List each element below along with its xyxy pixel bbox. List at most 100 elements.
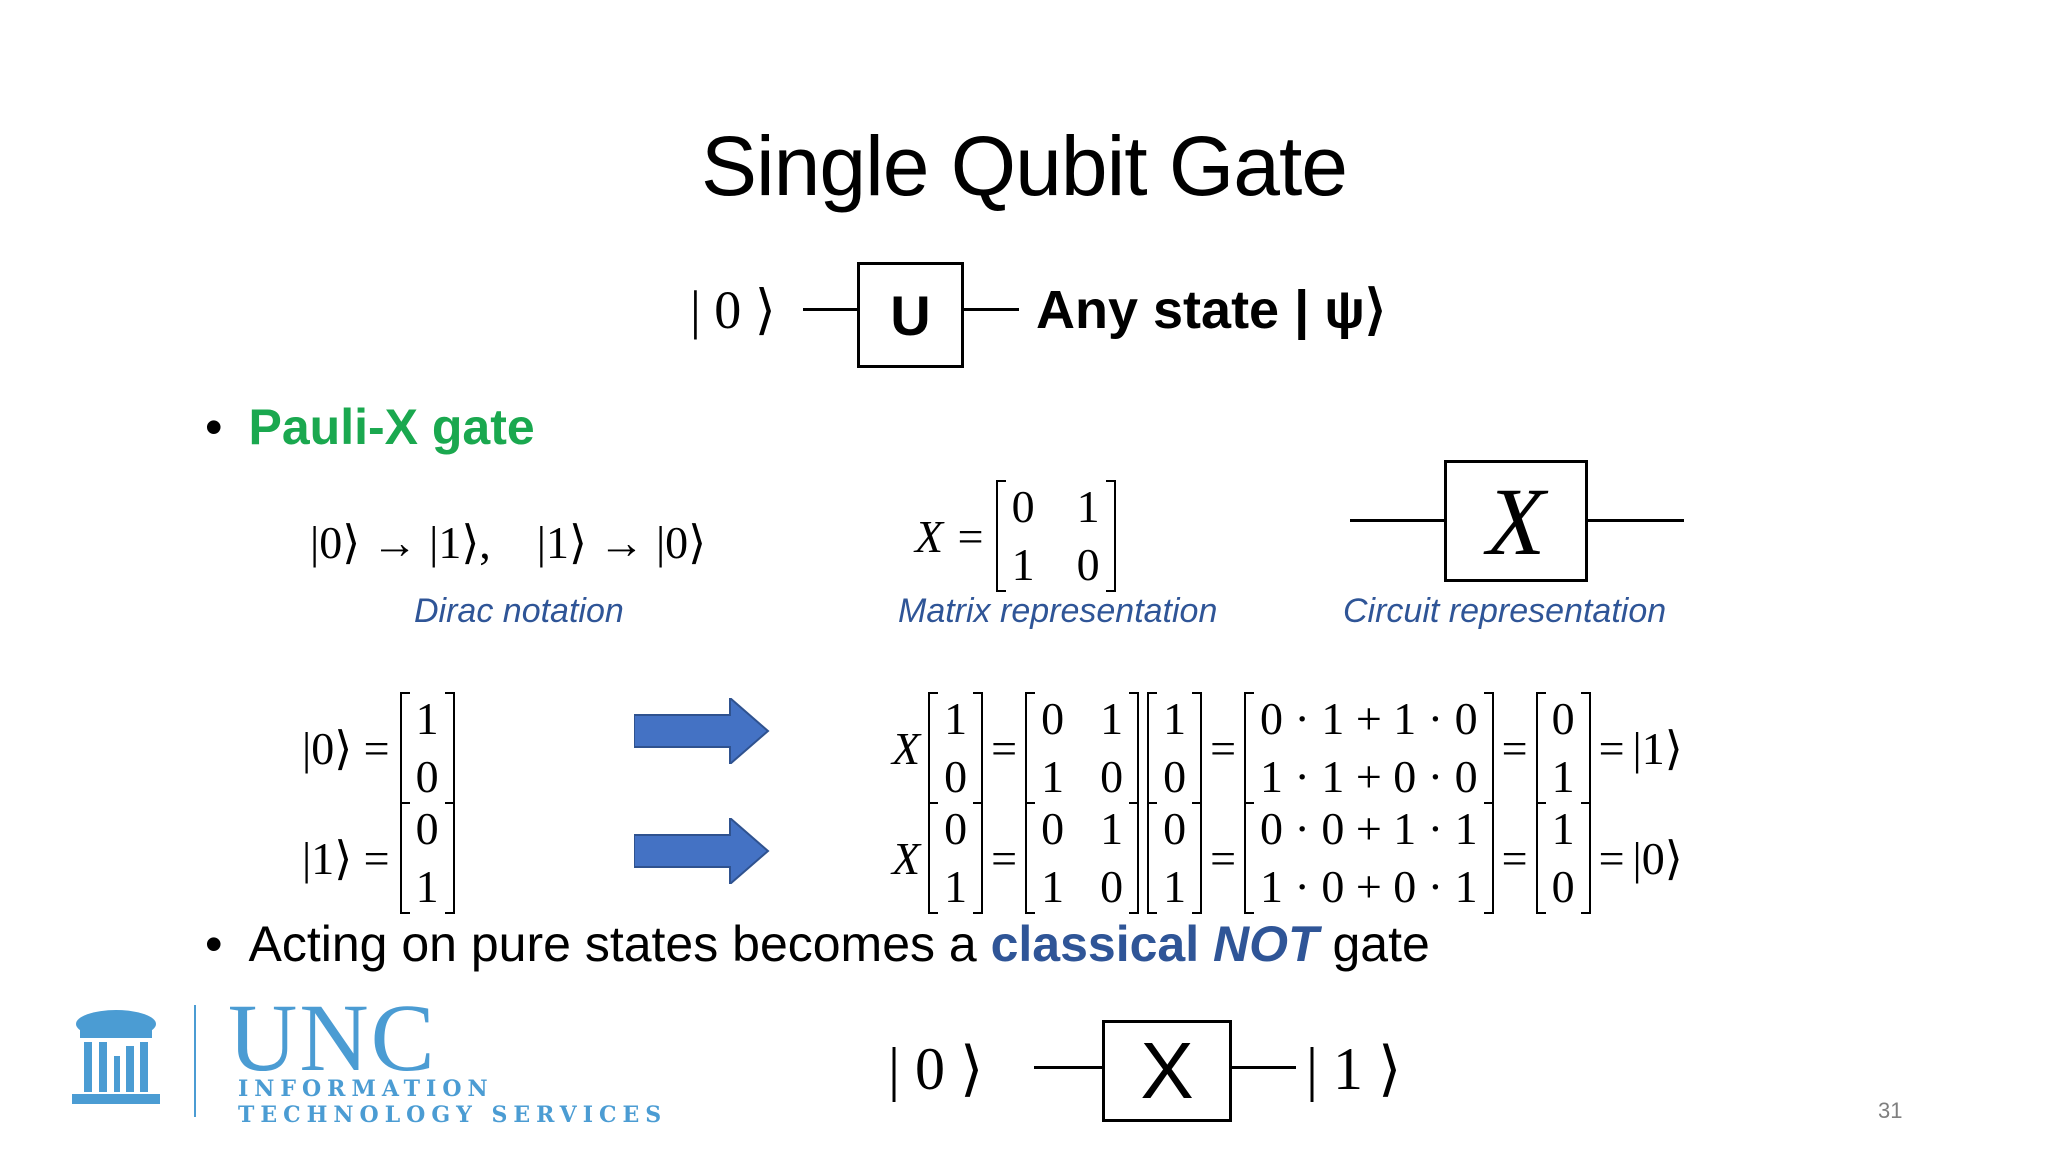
vector-cell: 0 [944, 803, 968, 854]
expression-vector: 0 · 1 + 1 · 0 1 · 1 + 0 · 0 [1244, 690, 1494, 806]
matrix-cell: 0 [1100, 751, 1124, 802]
highlight-not: NOT [1213, 916, 1319, 972]
caption-circuit: Circuit representation [1343, 592, 1667, 630]
x-circuit-wire-out [1588, 519, 1684, 522]
page-number: 31 [1878, 1098, 1903, 1123]
vector-cell: 1 [415, 861, 439, 912]
column-vector: 0 1 [399, 800, 455, 916]
equals-sign: = [991, 832, 1018, 884]
equals-sign: = [1210, 722, 1237, 774]
right-arrow-icon [634, 818, 770, 884]
vector-cell: 1 [1163, 693, 1187, 744]
bullet-text: Acting on pure states becomes a [248, 916, 991, 972]
vector-cell: 1 [944, 693, 968, 744]
matrix-cell: 0 [1041, 803, 1065, 854]
dirac-notation: |0⟩ → |1⟩, |1⟩ → |0⟩ [310, 517, 707, 568]
matrix-cell: 0 [1076, 539, 1100, 590]
x-circuit-gate-label: X [1486, 467, 1546, 575]
state-vector-lhs: |1⟩ = [302, 833, 390, 884]
matrix-cell: 1 [1041, 751, 1065, 802]
equals-sign: = [1501, 722, 1528, 774]
top-circuit-gate-label: U [890, 283, 931, 347]
expression-cell: 1 · 1 + 0 · 0 [1260, 751, 1478, 802]
slide-title: Single Qubit Gate [700, 119, 1348, 213]
top-circuit-wire-out [964, 308, 1019, 311]
vector-cell: 0 [1163, 751, 1187, 802]
caption-matrix: Matrix representation [898, 592, 1218, 630]
highlight-classical: classical [990, 916, 1214, 972]
classical-not-bullet: • Acting on pure states becomes a classic… [205, 915, 1430, 973]
equals-sign: = [1598, 722, 1625, 774]
state-vector-0: |0⟩ = 1 0 [302, 690, 455, 806]
arrow-shape [634, 818, 770, 884]
matrix-cell: 1 [1100, 693, 1124, 744]
top-circuit-output: Any state | ψ⟩ [1036, 280, 1386, 340]
bottom-circuit-gate-x: X [1102, 1020, 1232, 1122]
matrix-lhs: X = [915, 510, 986, 562]
bullet-text-end: gate [1318, 916, 1430, 972]
expression-cell: 0 · 0 + 1 · 1 [1260, 803, 1478, 854]
vector-cell: 1 [1551, 751, 1575, 802]
logo-divider [194, 1005, 196, 1117]
x-circuit-wire-in [1350, 519, 1444, 522]
unc-logo-text: UNC [228, 984, 437, 1091]
bullet-dot: • [205, 399, 223, 455]
vector-cell: 1 [415, 693, 439, 744]
vector-cell: 0 [415, 803, 439, 854]
bottom-circuit-input: | 0 ⟩ [888, 1036, 984, 1102]
bottom-circuit-gate-label: X [1140, 1026, 1194, 1115]
equals-sign: = [1598, 832, 1625, 884]
equals-sign: = [1501, 832, 1528, 884]
vector-cell: 1 [944, 861, 968, 912]
vector-cell: 1 [1163, 861, 1187, 912]
matrix-cell: 1 [1011, 539, 1035, 590]
right-arrow-icon [634, 698, 770, 764]
logo-line-information: INFORMATION [238, 1076, 494, 1102]
vector-cell: 0 [1551, 861, 1575, 912]
vector-cell: 0 [1551, 693, 1575, 744]
pauli-x-bullet: • Pauli-X gate [205, 398, 535, 456]
bottom-circuit-wire-in [1034, 1066, 1102, 1069]
vector-cell: 0 [944, 751, 968, 802]
x-circuit-gate: X [1444, 460, 1588, 582]
top-circuit-input: | 0 ⟩ [690, 280, 776, 340]
bottom-circuit-wire-out [1232, 1066, 1296, 1069]
logo-line-technology-services: TECHNOLOGY SERVICES [238, 1102, 668, 1128]
result-ket: |1⟩ [1632, 723, 1683, 774]
caption-dirac: Dirac notation [414, 592, 624, 630]
matrix-cell: 0 [1100, 861, 1124, 912]
top-circuit-wire-in [803, 308, 859, 311]
x-symbol: X [892, 832, 921, 884]
equals-sign: = [991, 722, 1018, 774]
vector-cell: 0 [415, 751, 439, 802]
equals-sign: = [1210, 832, 1237, 884]
x-symbol: X [892, 722, 921, 774]
vector-cell: 1 [1551, 803, 1575, 854]
matrix-cell: 1 [1076, 481, 1100, 532]
arrow-shape [634, 698, 770, 764]
state-vector-1: |1⟩ = 0 1 [302, 800, 455, 916]
old-well-logo-icon [72, 1010, 160, 1104]
bullet-dot: • [205, 916, 223, 972]
bottom-circuit-output: | 1 ⟩ [1306, 1036, 1402, 1102]
state-vector-lhs: |0⟩ = [302, 723, 390, 774]
expression-cell: 0 · 1 + 1 · 0 [1260, 693, 1478, 744]
column-vector: 1 0 [399, 690, 455, 806]
vector-cell: 0 [1163, 803, 1187, 854]
matrix-cell: 1 [1100, 803, 1124, 854]
top-circuit-gate-u: U [857, 262, 964, 368]
matrix-cell: 0 [1011, 481, 1035, 532]
pauli-x-heading-text: Pauli-X gate [248, 399, 535, 455]
